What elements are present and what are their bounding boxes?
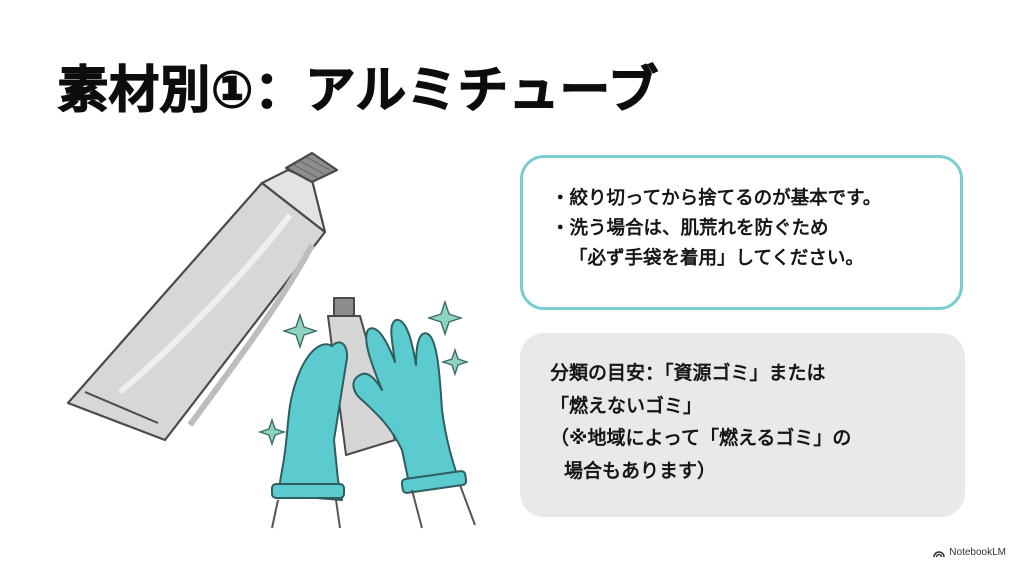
classification-line: 「燃えないゴミ」: [550, 394, 703, 417]
slide-title: 素材別①：アルミチューブ: [57, 60, 659, 120]
right-glove-icon: [352, 318, 476, 529]
handling-tips-box: ・絞り切ってから捨てるのが基本です。 ・洗う場合は、肌荒れを防ぐため 「必ず手袋…: [520, 155, 963, 310]
classification-line: 分類の目安：「資源ゴミ」または: [550, 362, 826, 384]
tube-and-gloves-illustration: [50, 140, 500, 530]
classification-line: 場合もあります）: [564, 459, 717, 482]
sparkle-icon: [257, 299, 470, 447]
notebooklm-logo-icon: [933, 551, 946, 557]
tip-line: ・絞り切ってから捨てるのが基本です。: [551, 188, 882, 209]
aluminum-tube-icon: [66, 151, 339, 442]
classification-line: （※地域によって「燃えるゴミ」の: [550, 427, 852, 449]
brand-label: NotebookLM: [949, 547, 1006, 558]
left-glove-icon: [271, 341, 348, 529]
classification-box: 分類の目安：「資源ゴミ」または 「燃えないゴミ」 （※地域によって「燃えるゴミ」…: [520, 333, 965, 517]
tip-line: ・洗う場合は、肌荒れを防ぐため: [551, 218, 829, 239]
brand-watermark: NotebookLM: [933, 547, 1006, 558]
tip-line: 「必ず手袋を着用」してください。: [569, 248, 864, 269]
